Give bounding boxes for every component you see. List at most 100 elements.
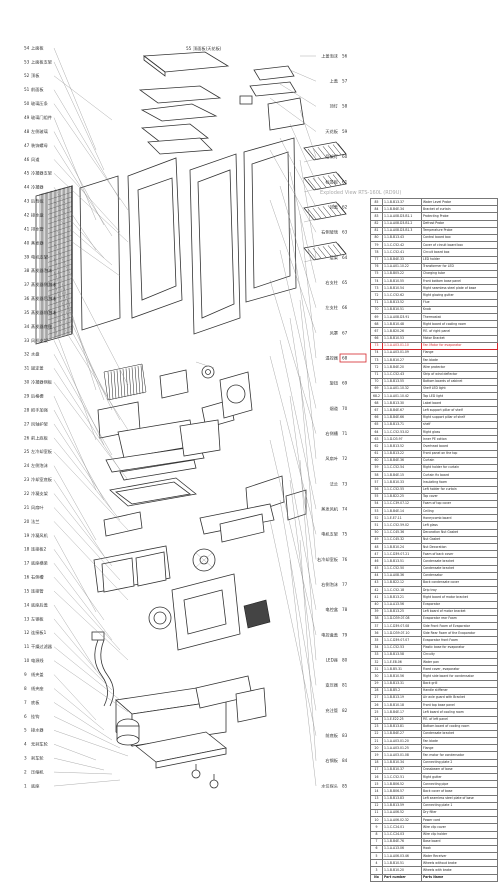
leader-line: [53, 660, 129, 713]
leader-line: [289, 559, 317, 787]
parts-cell-no: 23: [370, 722, 383, 731]
callout-label: 冷凝器侧板: [31, 379, 53, 386]
parts-cell-part-no: 1.1.B.B13.21: [382, 593, 422, 602]
leader-line: [53, 340, 105, 446]
parts-cell-part-no: 1.1.A.A01.10.22: [382, 262, 422, 271]
leader-line: [53, 201, 105, 259]
parts-cell-part-no: 1.1.B.B10.33: [382, 478, 422, 487]
leader-line: [53, 730, 129, 757]
parts-cell-no: 36: [370, 629, 383, 638]
callout-number: 59: [342, 129, 348, 134]
shelf: [303, 201, 347, 221]
parts-cell-no: 24: [370, 715, 383, 724]
parts-cell-no: 73: [370, 356, 383, 365]
parts-cell-part-no: 1.1.B.B13.52: [382, 442, 422, 451]
callout-label: 旋钮: [330, 380, 338, 387]
parts-cell-name: Motor Bracket: [421, 334, 498, 343]
parts-cell-no: 60: [370, 456, 383, 465]
leader-line: [53, 312, 129, 431]
callout-number: 34: [24, 324, 30, 329]
callout-label: 顶灯: [330, 103, 339, 110]
callout-number: 73: [342, 481, 348, 486]
callout-number: 1: [24, 783, 27, 788]
parts-cell-part-no: 1.1.B.B10.51: [382, 859, 422, 868]
parts-cell-name: P.E. of left panel: [421, 715, 498, 724]
parts-cell-name: Nut Decoration: [421, 542, 498, 552]
parts-cell-no: 19: [370, 751, 383, 760]
parts-cell-name: Left holder for curtain: [421, 485, 498, 494]
callout-label: 右支柱: [325, 279, 338, 286]
callout-number: 13: [24, 616, 30, 621]
leader-line: [269, 519, 317, 736]
parts-cell-no: 80: [370, 233, 383, 243]
callout-number: 38: [24, 268, 30, 273]
callout-label: 蒸发器: [31, 239, 44, 246]
callout-number: 67: [342, 330, 348, 335]
callout-label: 底座横梁: [31, 560, 49, 567]
callout-label: 风轴护架: [31, 420, 48, 427]
parts-cell-no: 56: [370, 485, 383, 494]
base-part: [115, 675, 267, 747]
callout-number: 49: [24, 115, 30, 120]
callout-label: 固定盖: [31, 365, 44, 372]
parts-cell-no: 40: [370, 600, 383, 609]
leader-line: [53, 242, 129, 386]
parts-cell-name: Hook: [421, 844, 498, 854]
parts-cell-part-no: 1.1.A.A06.03.46: [382, 852, 422, 861]
parts-cell-name: Right board of cooling room: [421, 320, 498, 329]
parts-cell-name: Flue: [421, 298, 498, 307]
leader-line: [53, 437, 121, 521]
parts-cell-name: Back grill: [421, 679, 498, 688]
parts-cell-no: 26: [370, 701, 383, 710]
fan-motor-evaporator-part: [195, 361, 215, 379]
parts-cell-no: 64: [370, 427, 383, 437]
callout-label: 蒸发器泡沫: [31, 267, 53, 274]
parts-cell-name: Crossbeam of base: [421, 765, 498, 775]
callout-label: 右侧泡沫: [321, 581, 339, 588]
callout-number: 61: [342, 179, 348, 184]
callout-number: 14: [24, 602, 30, 607]
callout-label: 电控盒: [325, 606, 338, 613]
callout-number: 65: [342, 280, 348, 285]
callout-label: 底板: [31, 699, 40, 706]
callout-label: 冷却室底板: [31, 476, 53, 483]
callout-number: 52: [24, 73, 30, 78]
callout-number: 63: [342, 230, 348, 235]
parts-cell-part-no: 1.1.B.B13.55: [382, 377, 422, 386]
parts-cell-no: 21: [370, 737, 383, 746]
parts-cell-part-no: 1.1.A.A03.01.25: [382, 744, 422, 753]
parts-cell-name: Plastic base for evaporator: [421, 643, 498, 652]
parts-cell-part-no: 1.1.C.C52.54: [382, 463, 422, 473]
parts-cell-part-no: 1.1.A.A08.D3.B1.1: [382, 212, 422, 221]
parts-cell-name: Ceiling: [421, 507, 498, 516]
callout-label: 电源线: [31, 657, 44, 664]
callout-number: 46: [24, 157, 30, 162]
parts-cell-part-no: 1.1.B.B10.20: [382, 866, 422, 875]
parts-cell-part-no: 1.1.B.B13.51: [382, 557, 422, 566]
parts-cell-part-no: 1.1.E.E7.11: [382, 514, 422, 523]
parts-cell-part-no: 1.1.B.B13.31: [382, 679, 422, 688]
callout-label: 左钢板: [31, 615, 44, 622]
parts-cell-no: 35: [370, 636, 383, 645]
parts-cell-no: 43: [370, 578, 383, 588]
parts-cell-part-no: 1.1.B.B10.55: [382, 277, 422, 286]
parts-cell-part-no: 1.1.B.B10.51: [382, 305, 422, 315]
leader-line: [53, 521, 129, 601]
parts-cell-name: Dry filter: [421, 808, 498, 818]
leader-line: [53, 354, 113, 456]
